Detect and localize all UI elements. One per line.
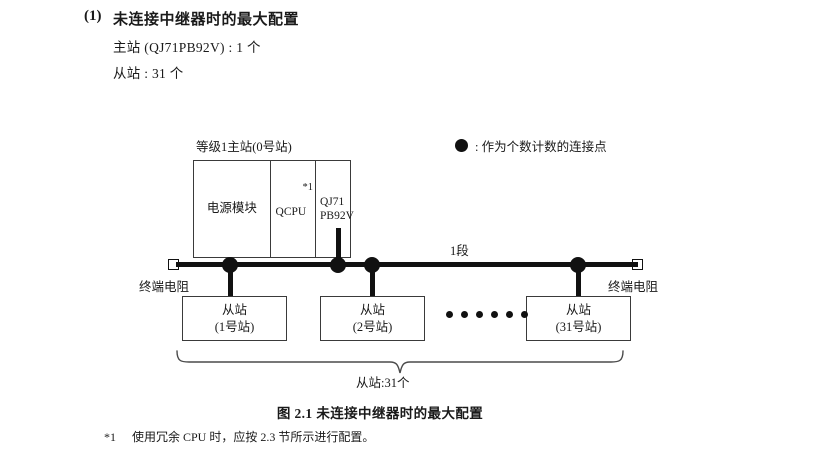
- spec-master-count: 主站 (QJ71PB92V) : 1 个: [113, 40, 261, 55]
- ellipsis-dot: [461, 311, 468, 318]
- master-station-label: 等级1主站(0号站): [196, 140, 292, 154]
- slave-station-number: (1号站): [214, 319, 255, 334]
- ellipsis-dot: [491, 311, 498, 318]
- slave-station-number: (2号站): [352, 319, 393, 334]
- qcpu-cell: QCPU *1: [271, 161, 316, 257]
- master-drop-line: [336, 228, 341, 264]
- slave-drop-line: [370, 262, 375, 296]
- slave-station-box: 从站 (31号站): [526, 296, 631, 341]
- bus-trunk-line: [176, 262, 638, 267]
- terminator-right-label: 终端电阻: [608, 280, 659, 294]
- qj71pb92v-cell: QJ71 PB92V: [316, 161, 354, 257]
- page-title: 未连接中继器时的最大配置: [113, 12, 300, 28]
- ellipsis-dot: [476, 311, 483, 318]
- slave-station-box: 从站 (2号站): [320, 296, 425, 341]
- legend: : 作为个数计数的连接点: [455, 136, 607, 155]
- segment-label: 1段: [450, 244, 469, 258]
- power-module-cell: 电源模块: [194, 161, 271, 257]
- slave-title: 从站: [359, 302, 385, 317]
- legend-label: : 作为个数计数的连接点: [475, 140, 607, 154]
- heading-number: (1): [84, 8, 102, 24]
- qcpu-footnote-mark: *1: [302, 182, 314, 193]
- ellipsis-dot: [446, 311, 453, 318]
- spec-slave-count: 从站 : 31 个: [113, 66, 184, 81]
- footnote-mark: *1: [104, 430, 116, 444]
- slave-station-number: (31号站): [555, 319, 602, 334]
- qcpu-label: QCPU: [275, 205, 307, 218]
- qj71pb92v-label: QJ71 PB92V: [316, 195, 354, 224]
- ellipsis-dots: [446, 311, 528, 318]
- filled-circle-icon: [455, 139, 468, 152]
- terminator-left-label: 终端电阻: [139, 280, 190, 294]
- slave-count-brace: [176, 350, 624, 374]
- slave-title: 从站: [221, 302, 247, 317]
- connection-point-dot: [330, 257, 346, 273]
- master-station-block: 电源模块 QCPU *1 QJ71 PB92V: [193, 160, 354, 258]
- footnote-text: 使用冗余 CPU 时，应按 2.3 节所示进行配置。: [132, 430, 375, 444]
- power-module-label: 电源模块: [206, 201, 257, 216]
- qj71pb92v-line2: PB92V: [320, 210, 354, 222]
- slave-station-box: 从站 (1号站): [182, 296, 287, 341]
- ellipsis-dot: [506, 311, 513, 318]
- footnote: *1 使用冗余 CPU 时，应按 2.3 节所示进行配置。: [104, 428, 374, 445]
- ellipsis-dot: [521, 311, 528, 318]
- slave-count-label: 从站:31个: [356, 376, 410, 390]
- slave-drop-line: [576, 262, 581, 296]
- slave-drop-line: [228, 262, 233, 296]
- figure-caption: 图 2.1 未连接中继器时的最大配置: [276, 406, 484, 421]
- qj71pb92v-line1: QJ71: [320, 195, 345, 208]
- slave-title: 从站: [565, 302, 591, 317]
